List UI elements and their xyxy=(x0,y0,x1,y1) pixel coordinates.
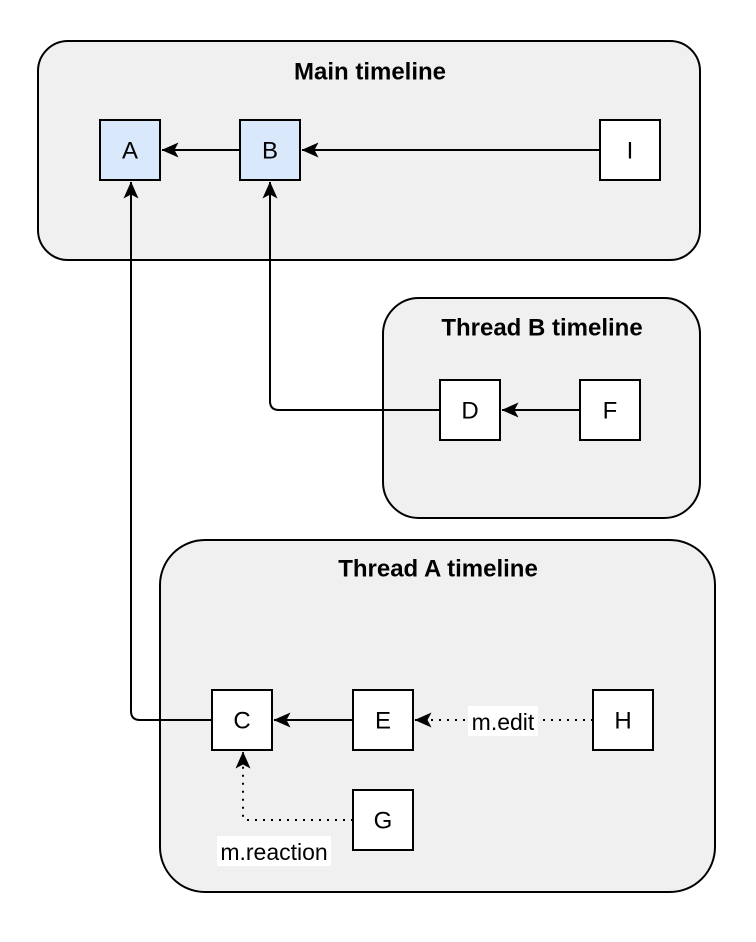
edge-label-m-reaction-text: m.reaction xyxy=(220,839,327,865)
edge-label-m-edit: m.edit xyxy=(468,706,538,736)
container-thread-a-timeline: Thread A timeline xyxy=(159,539,716,893)
node-f: F xyxy=(579,379,641,441)
node-b-label: B xyxy=(262,138,278,165)
edge-label-m-edit-bg xyxy=(468,706,538,736)
node-e: E xyxy=(352,689,414,751)
node-d: D xyxy=(439,379,501,441)
node-f-label: F xyxy=(603,398,618,425)
node-d-label: D xyxy=(461,398,478,425)
node-b-box xyxy=(239,119,301,181)
node-i-box xyxy=(599,119,661,181)
node-e-label: E xyxy=(375,708,391,735)
node-e-box xyxy=(352,689,414,751)
node-g-box xyxy=(352,789,414,851)
node-b: B xyxy=(239,119,301,181)
edge-label-m-edit-text: m.edit xyxy=(472,709,535,735)
node-a: A xyxy=(99,119,161,181)
edge-label-m-reaction: m.reaction xyxy=(217,836,331,866)
edge-d-to-b xyxy=(262,181,440,411)
node-i-label: I xyxy=(627,138,634,165)
node-d-box xyxy=(439,379,501,441)
container-thread-b-timeline: Thread B timeline xyxy=(382,297,701,519)
node-g-label: G xyxy=(374,808,393,835)
node-c-label: C xyxy=(233,708,250,735)
container-thread-b-timeline-box xyxy=(382,297,701,519)
thread-a-timeline-title: Thread A timeline xyxy=(338,556,538,583)
node-i: I xyxy=(599,119,661,181)
node-c: C xyxy=(211,689,273,751)
node-f-box xyxy=(579,379,641,441)
node-h: H xyxy=(592,689,654,751)
thread-b-timeline-title: Thread B timeline xyxy=(441,315,642,342)
node-a-box xyxy=(99,119,161,181)
main-timeline-title: Main timeline xyxy=(294,59,446,86)
edge-label-m-reaction-bg xyxy=(217,836,331,866)
edge-c-to-a xyxy=(123,181,212,721)
node-c-box xyxy=(211,689,273,751)
node-h-label: H xyxy=(614,708,631,735)
node-a-label: A xyxy=(122,138,138,165)
container-thread-a-timeline-box xyxy=(159,539,716,893)
node-g: G xyxy=(352,789,414,851)
node-h-box xyxy=(592,689,654,751)
